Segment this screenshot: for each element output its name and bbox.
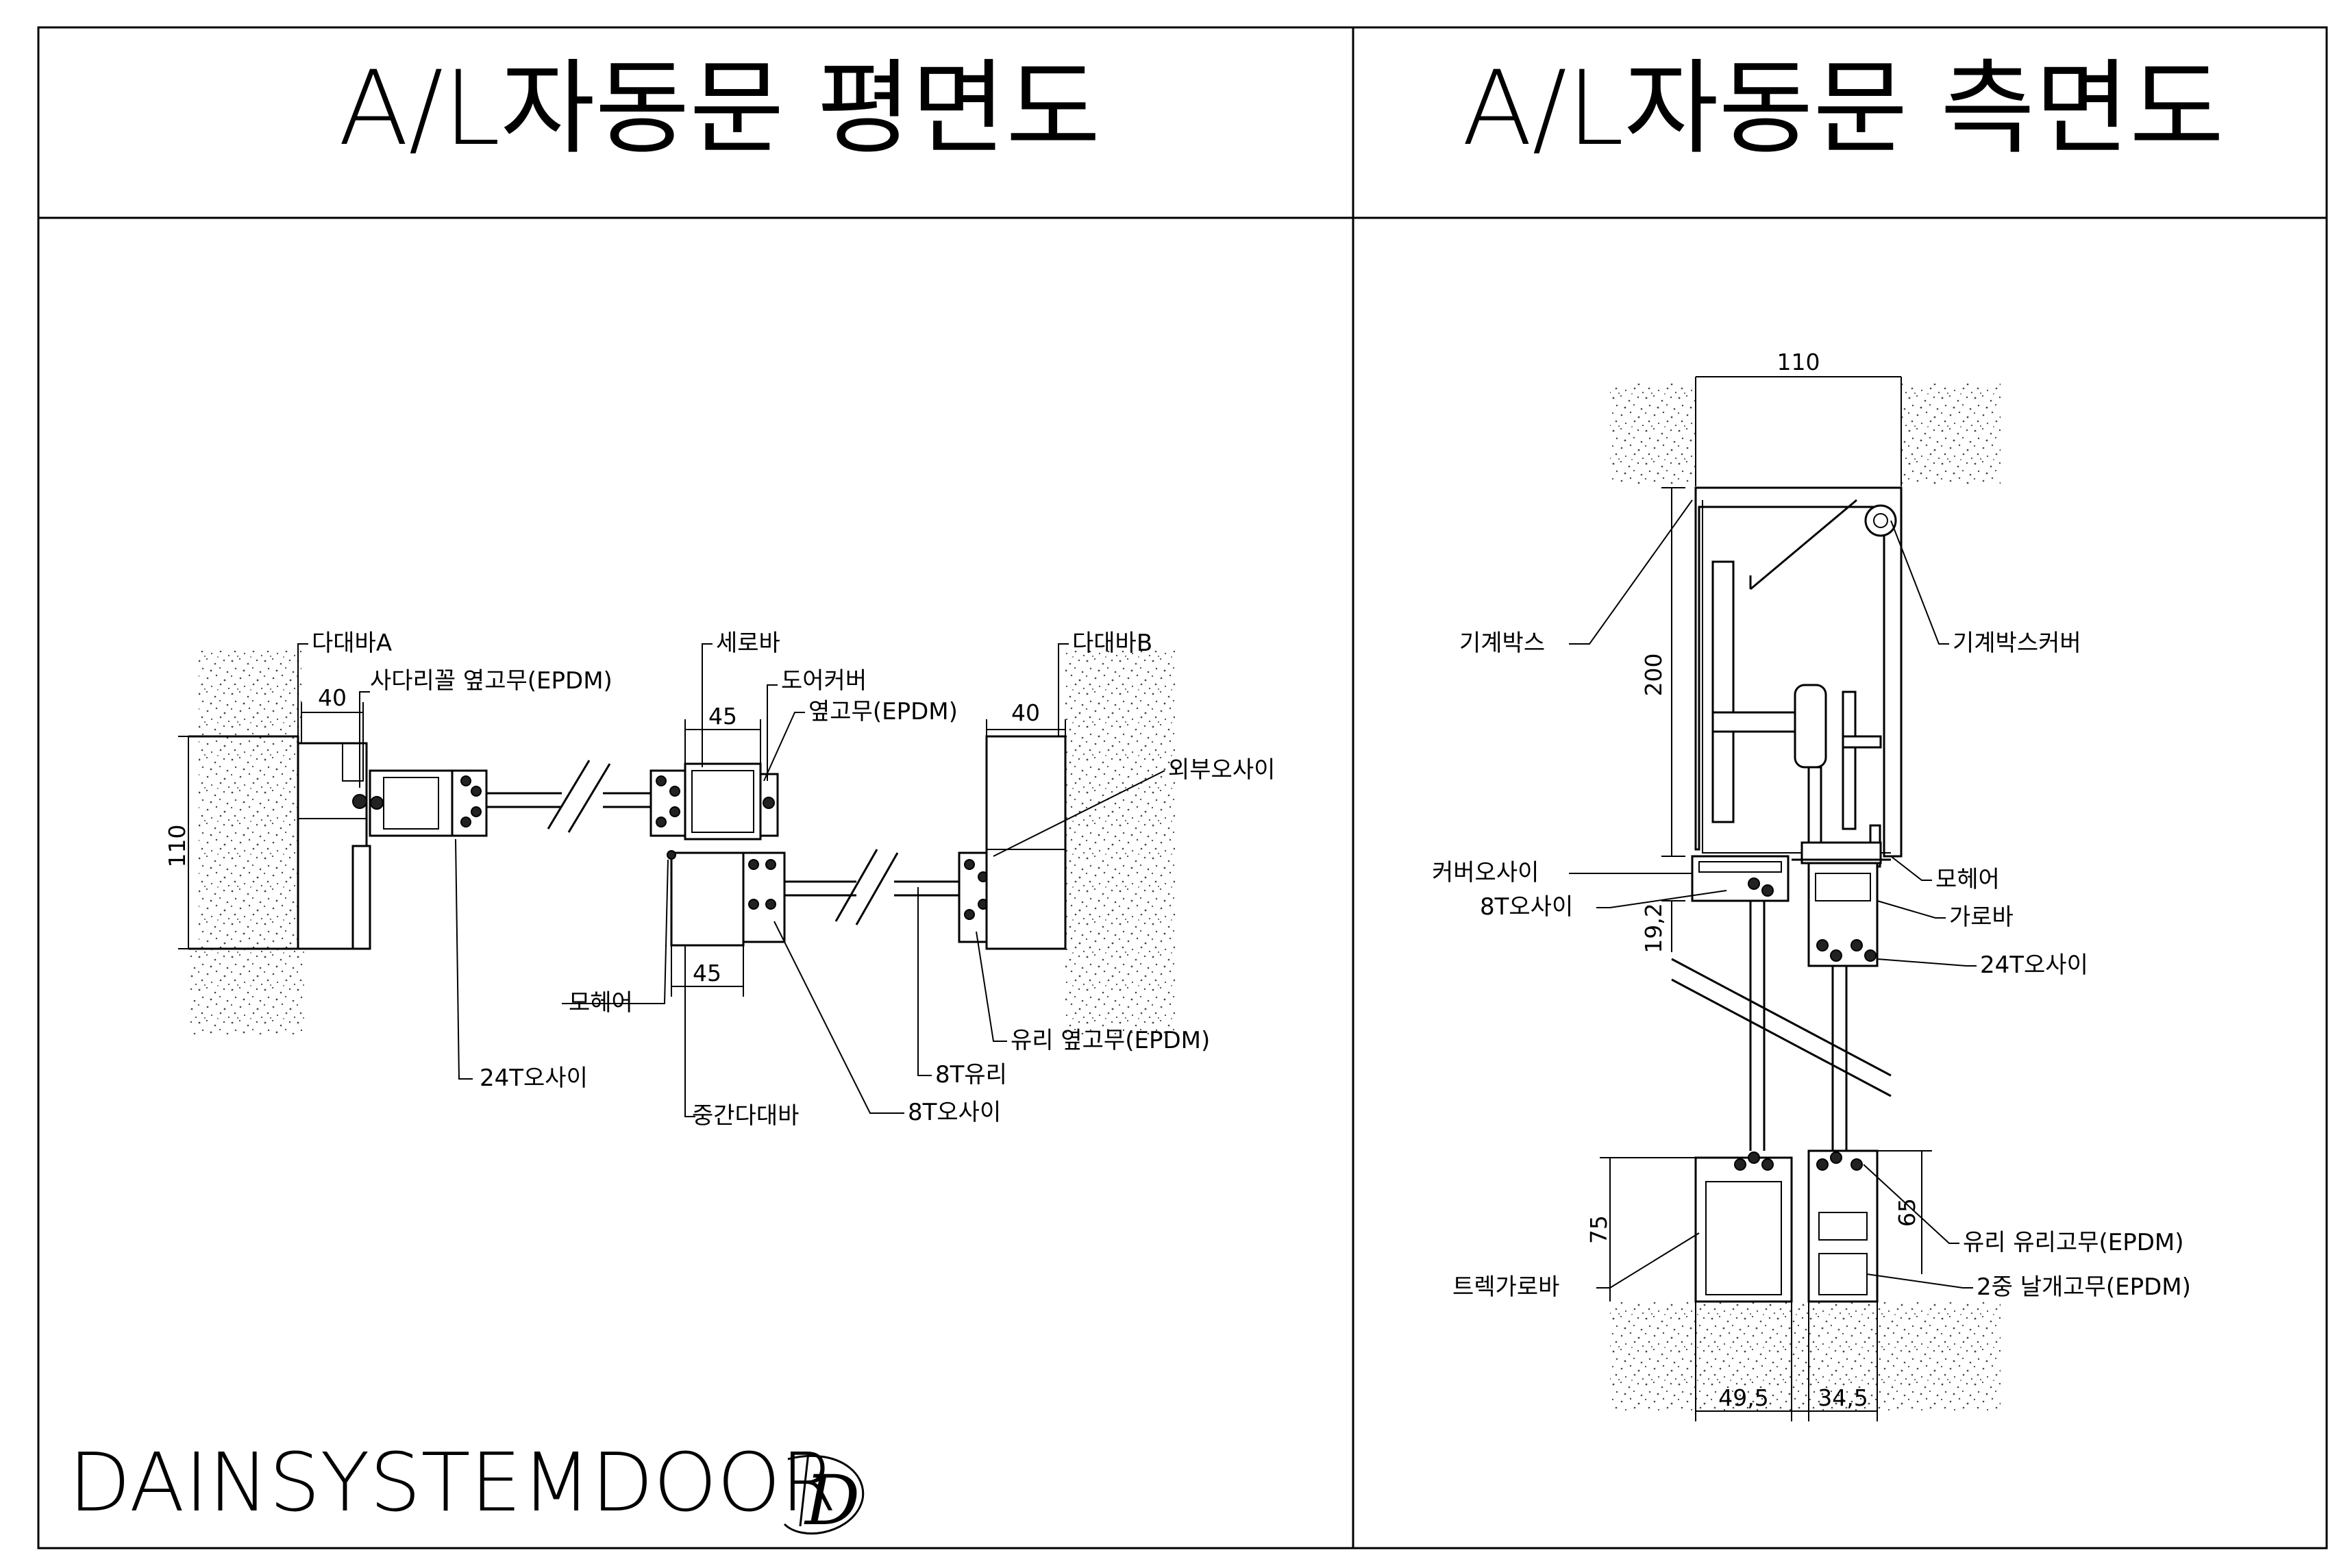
- plan-serobar-profile: [649, 762, 779, 841]
- plan-junggan-dadaebar-profile: [667, 850, 786, 947]
- side-dimensions: 110 200 19,2 75 65 49,5 34,5: [1585, 349, 1932, 1421]
- side-label-glass-gomu: 유리 유리고무(EPDM): [1963, 1229, 2184, 1256]
- plan-dadaebar-a-profile: [297, 742, 371, 950]
- side-label-cover-osai: 커버오사이: [1432, 859, 1539, 886]
- side-top-rail: [1691, 841, 1891, 967]
- brand-logo: DAINSYSTEMDOOR D: [69, 1435, 865, 1541]
- plan-view-title: A/L자동문 평면도: [338, 49, 1100, 169]
- plan-dimensions: 40 45 40 45 110: [164, 684, 1066, 997]
- plan-left-door-frame: [369, 769, 488, 837]
- side-label-garobar: 가로바: [1949, 904, 2014, 931]
- brand-logo-letter: D: [804, 1460, 860, 1541]
- plan-label-glass-8t: 8T유리: [935, 1061, 1007, 1088]
- plan-label-glass-gomu: 유리 옆고무(EPDM): [1011, 1027, 1210, 1054]
- side-label-osai-24t: 24T오사이: [1980, 951, 2088, 979]
- plan-dim-110: 110: [164, 825, 190, 868]
- plan-label-osai-8t: 8T오사이: [908, 1099, 1001, 1126]
- side-machine-box-profile: [1694, 486, 1903, 868]
- side-label-gigye-box: 기계박스: [1459, 630, 1545, 657]
- side-view-title: A/L자동문 측면도: [1462, 49, 2224, 169]
- plan-label-dadaebar-a: 다대바A: [312, 630, 392, 657]
- side-label-mohe: 모헤어: [1935, 866, 2000, 893]
- plan-dadaebar-b-profile: [985, 735, 1067, 950]
- side-dim-49-5: 49,5: [1718, 1384, 1768, 1411]
- plan-label-door-cover: 도어커버: [781, 667, 867, 695]
- plan-label-dadaebar-b: 다대바B: [1072, 630, 1152, 657]
- plan-label-sadari-gomu: 사다리꼴 옆고무(EPDM): [370, 667, 612, 695]
- plan-dim-40-left: 40: [318, 684, 347, 711]
- plan-label-junggan-dadaebar: 중간다대바: [692, 1102, 799, 1130]
- side-label-double-gomu: 2중 날개고무(EPDM): [1977, 1273, 2191, 1301]
- plan-view-drawing: 40 45 40 45 110: [164, 630, 1275, 1130]
- side-dim-200: 200: [1640, 654, 1667, 697]
- plan-wall-right: [1065, 651, 1175, 1034]
- side-leaders: [1569, 499, 1977, 1289]
- side-label-gigye-box-cover: 기계박스커버: [1953, 630, 2081, 657]
- plan-label-serobar: 세로바: [716, 630, 780, 657]
- plan-leaders: [297, 643, 1165, 1117]
- side-label-osai-8t: 8T오사이: [1480, 893, 1573, 921]
- side-dim-34-5: 34,5: [1818, 1384, 1868, 1411]
- brand-logo-mark: D: [783, 1452, 865, 1541]
- plan-dim-45-top: 45: [708, 703, 737, 730]
- plan-dim-40-right: 40: [1011, 699, 1040, 726]
- plan-label-mohe: 모헤어: [569, 989, 633, 1017]
- plan-wall-left-lower: [188, 945, 305, 1034]
- side-dim-110: 110: [1777, 349, 1820, 375]
- plan-dim-45-bottom: 45: [693, 960, 721, 986]
- side-dim-75: 75: [1585, 1215, 1612, 1244]
- side-bottom-track: [1694, 1149, 1879, 1303]
- side-dim-19-2: 19,2: [1640, 903, 1667, 953]
- plan-label-yeop-gomu: 옆고무(EPDM): [808, 698, 958, 725]
- side-label-track-garobar: 트렉가로바: [1452, 1273, 1559, 1301]
- plan-label-osai-24t: 24T오사이: [480, 1065, 588, 1092]
- brand-name: DAINSYSTEMDOOR: [69, 1435, 837, 1530]
- sheet-frame: [37, 26, 2328, 1550]
- side-floor-concrete: [1610, 1302, 2001, 1411]
- side-view-drawing: 110 200 19,2 75 65 49,5 34,5: [1432, 349, 2191, 1421]
- plan-label-oebu-osai: 외부오사이: [1168, 756, 1275, 784]
